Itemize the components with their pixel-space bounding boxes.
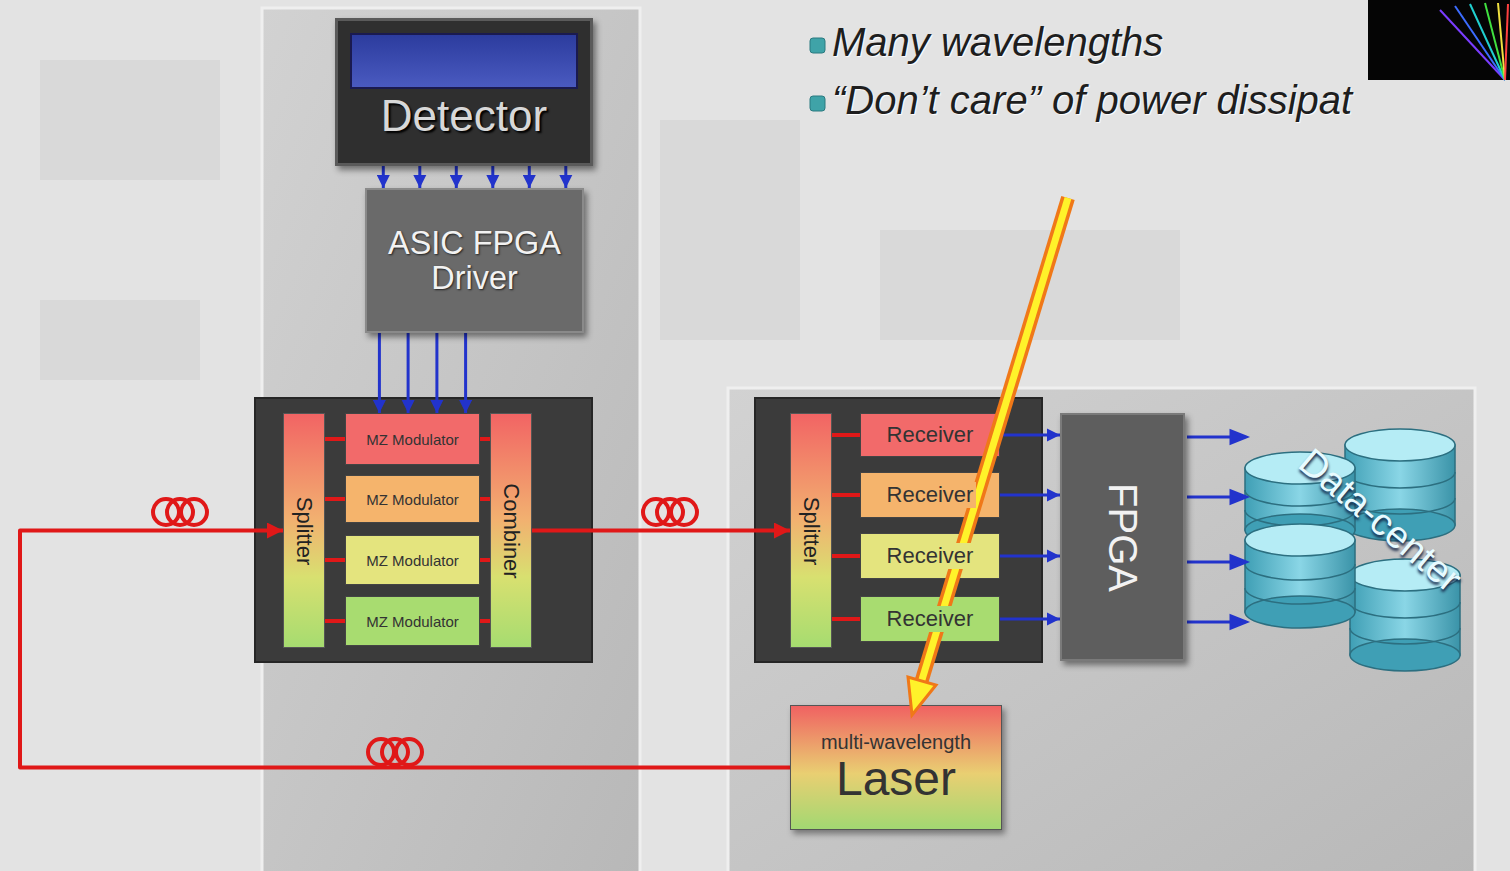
fiber-link [325, 558, 345, 562]
receiver-box: Receiver [860, 413, 1000, 457]
node-label: Combiner [498, 483, 524, 578]
fiber-link [832, 493, 860, 497]
node-label: Receiver [884, 422, 977, 448]
node-label: MZ Modulator [366, 552, 459, 569]
fiber-link [480, 619, 490, 623]
modulator-box: MZ Modulator [345, 413, 480, 465]
combiner-bar: Combiner [490, 413, 532, 648]
node-label: MZ Modulator [366, 491, 459, 508]
signal-arrow [528, 166, 531, 188]
signal-arrow [382, 166, 385, 188]
signal-arrow [418, 166, 421, 188]
fiber-link [325, 497, 345, 501]
driver-box: ASIC FPGA Driver [365, 188, 584, 333]
fiber-link [325, 437, 345, 441]
signal-arrow [1000, 555, 1060, 558]
signal-arrow [491, 166, 494, 188]
laser-box: multi-wavelengthLaser [790, 705, 1002, 830]
node-label: MZ Modulator [366, 613, 459, 630]
modulator-box: MZ Modulator [345, 596, 480, 646]
signal-arrow [455, 166, 458, 188]
node-label: FPGA [1100, 483, 1145, 592]
fiber-link [20, 531, 790, 768]
fpga-box: FPGA [1060, 413, 1185, 661]
modulator-box: MZ Modulator [345, 535, 480, 585]
receiver-box: Receiver [860, 533, 1000, 579]
node-label: Splitter [291, 496, 317, 564]
node-label: multi-wavelength [821, 731, 971, 754]
node-label: Laser [836, 754, 956, 804]
node-label: ASIC FPGA Driver [367, 226, 582, 294]
signal-arrow [1000, 434, 1060, 437]
spectrum-photo [1368, 0, 1510, 80]
signal-arrow [378, 333, 381, 413]
detector-screen [350, 33, 578, 89]
signal-arrow [1000, 494, 1060, 497]
node-label: Receiver [884, 606, 977, 632]
node-label: MZ Modulator [366, 431, 459, 448]
modulator-box: MZ Modulator [345, 475, 480, 523]
node-label: Receiver [884, 482, 977, 508]
fpga-output-arrows [1187, 431, 1246, 628]
fiber-link [480, 497, 490, 501]
bullet-text: Many wavelengths [832, 20, 1163, 65]
fiber-link [480, 558, 490, 562]
fiber-link [480, 437, 490, 441]
fiber-link [832, 433, 860, 437]
signal-arrow [564, 166, 567, 188]
bullet-text: “Don’t care” of power dissipat [832, 78, 1352, 123]
signal-arrow [435, 333, 438, 413]
splitter-bar: Splitter [283, 413, 325, 648]
bullet-marks [810, 38, 825, 111]
node-label: Splitter [798, 496, 824, 564]
fiber-link [325, 619, 345, 623]
fiber-link [832, 554, 860, 558]
right-board [728, 388, 1475, 871]
signal-arrow [464, 333, 467, 413]
fiber-link [532, 529, 790, 533]
fiber-link [832, 617, 860, 621]
signal-arrow [407, 333, 410, 413]
node-label: Detector [381, 91, 547, 141]
detector-box: Detector [335, 18, 593, 166]
signal-arrow [1000, 618, 1060, 621]
splitter-bar: Splitter [790, 413, 832, 648]
node-label: Receiver [884, 543, 977, 569]
